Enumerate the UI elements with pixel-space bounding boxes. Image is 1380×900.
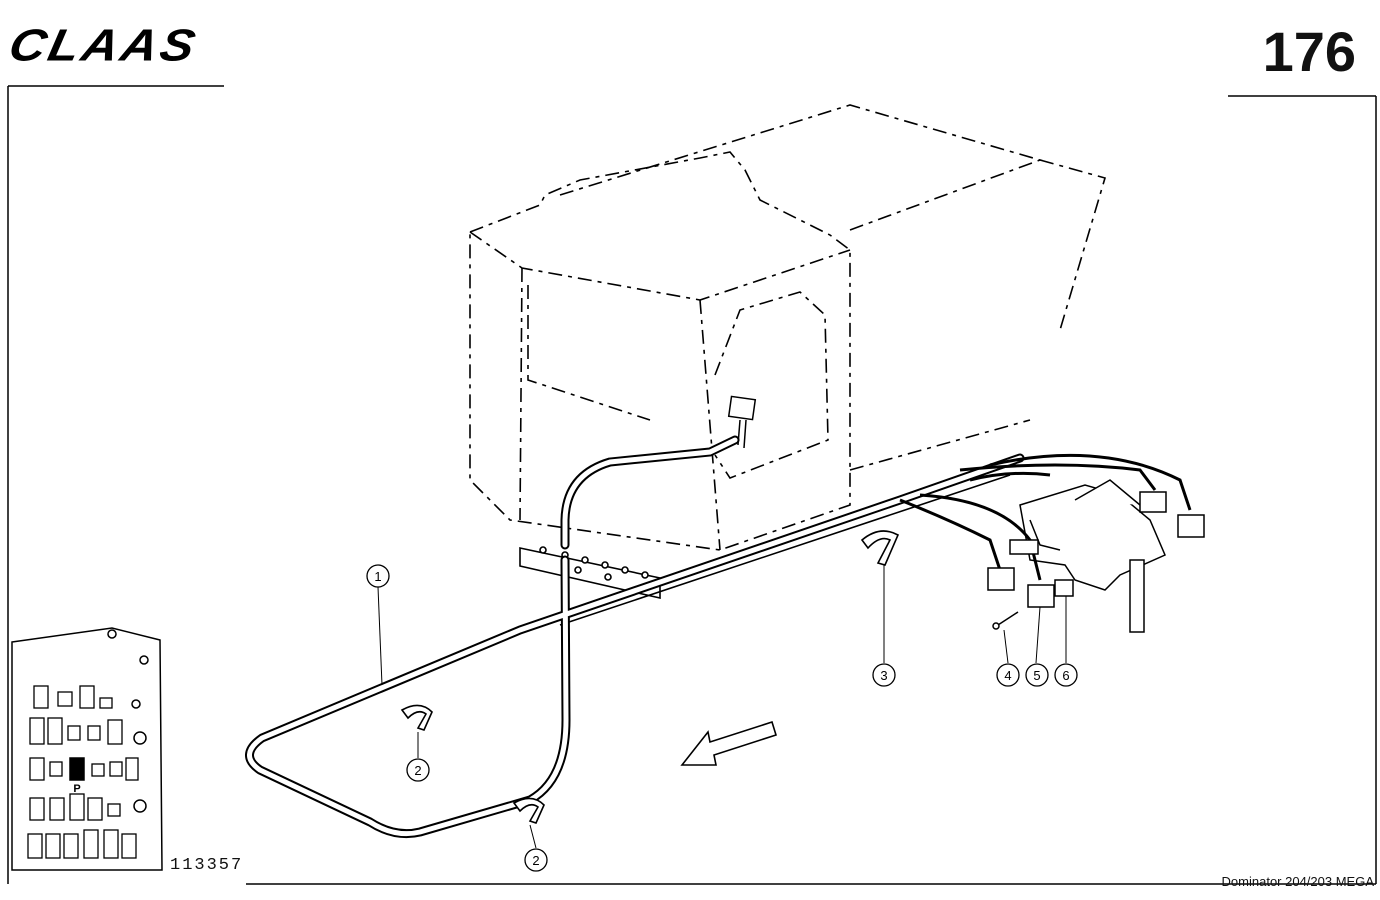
valve-block bbox=[1019, 479, 1166, 633]
highlighted-relay bbox=[69, 757, 85, 781]
model-name: Dominator 204/203 MEGA bbox=[1221, 874, 1374, 889]
cable-clips bbox=[400, 530, 900, 824]
leader-lines bbox=[377, 565, 1067, 849]
callout-3: 3 bbox=[872, 663, 896, 687]
callout-6: 6 bbox=[1054, 663, 1078, 687]
svg-text:4: 4 bbox=[1004, 668, 1011, 683]
svg-text:2: 2 bbox=[414, 763, 421, 778]
page-number: 176 bbox=[1262, 20, 1356, 83]
panel-marker: P bbox=[73, 783, 80, 795]
callout-2b: 2 bbox=[524, 848, 548, 872]
svg-text:6: 6 bbox=[1062, 668, 1069, 683]
callout-4: 4 bbox=[996, 663, 1020, 687]
callout-1: 1 bbox=[366, 564, 390, 588]
cab-connector bbox=[727, 395, 757, 449]
direction-arrow bbox=[680, 720, 777, 766]
valve-wires bbox=[899, 453, 1192, 581]
cable-harness bbox=[245, 435, 1025, 839]
svg-text:1: 1 bbox=[374, 569, 381, 584]
cab-outline bbox=[469, 104, 1106, 551]
svg-text:3: 3 bbox=[880, 668, 887, 683]
callout-2a: 2 bbox=[406, 758, 430, 782]
figure-number: 113357 bbox=[170, 856, 244, 875]
locator-panel bbox=[11, 627, 163, 871]
mounting-bracket bbox=[519, 546, 661, 600]
svg-text:5: 5 bbox=[1033, 668, 1040, 683]
svg-text:2: 2 bbox=[532, 853, 539, 868]
sensor-plugs bbox=[987, 491, 1205, 630]
page-frame bbox=[7, 85, 1377, 885]
callout-5: 5 bbox=[1025, 663, 1049, 687]
